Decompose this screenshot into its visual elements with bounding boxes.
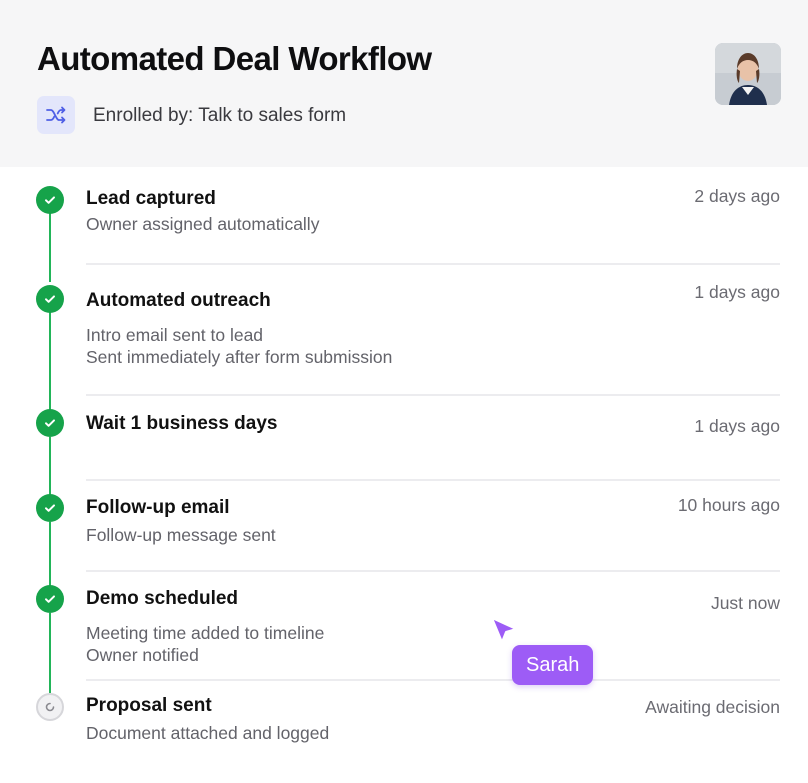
user-avatar[interactable] (715, 43, 781, 105)
collaborator-name-tag: Sarah (512, 645, 594, 685)
timeline-rail (49, 312, 51, 410)
timeline-rail (49, 522, 51, 586)
step-detail: Document attached and logged (86, 723, 330, 743)
step-complete-icon (36, 494, 64, 522)
step-complete-icon (36, 409, 64, 437)
step-timestamp: 1 days ago (694, 282, 780, 302)
step-detail: Sent immediately after form submission (86, 347, 393, 367)
divider (86, 263, 780, 265)
step-detail: Follow-up message sent (86, 525, 276, 545)
step-timestamp: 2 days ago (694, 186, 780, 206)
step-detail: Meeting time added to timeline (86, 623, 325, 643)
step-timestamp: 10 hours ago (677, 495, 780, 515)
enrolled-by-label: Enrolled by: Talk to sales form (93, 105, 347, 126)
step-title: Wait 1 business days (86, 413, 278, 434)
divider (86, 479, 780, 481)
timeline-rail (49, 437, 51, 495)
step-detail: Owner notified (86, 645, 199, 665)
timeline-rail (49, 613, 51, 693)
step-title: Demo scheduled (86, 588, 239, 609)
step-title: Proposal sent (86, 695, 212, 716)
step-timestamp: 1 days ago (694, 416, 780, 436)
step-title: Lead captured (86, 188, 216, 209)
step-complete-icon (36, 186, 64, 214)
step-pending-icon (36, 693, 64, 721)
divider (86, 394, 780, 396)
page-title: Automated Deal Workflow (37, 40, 432, 77)
divider (86, 679, 780, 681)
step-title: Automated outreach (86, 290, 271, 311)
step-detail: Intro email sent to lead (86, 325, 264, 345)
step-timestamp: Just now (710, 593, 780, 613)
step-detail: Owner assigned automatically (86, 214, 320, 234)
shuffle-icon (37, 96, 75, 134)
step-timestamp: Awaiting decision (645, 697, 780, 717)
step-complete-icon (36, 585, 64, 613)
step-complete-icon (36, 285, 64, 313)
divider (86, 570, 780, 572)
collaborator-cursor-icon (490, 616, 520, 651)
workflow-timeline: Lead captured Owner assigned automatical… (0, 167, 808, 783)
timeline-rail (49, 212, 51, 282)
workflow-header: Automated Deal Workflow Enrolled by: Tal… (0, 0, 808, 167)
step-title: Follow-up email (86, 497, 230, 518)
